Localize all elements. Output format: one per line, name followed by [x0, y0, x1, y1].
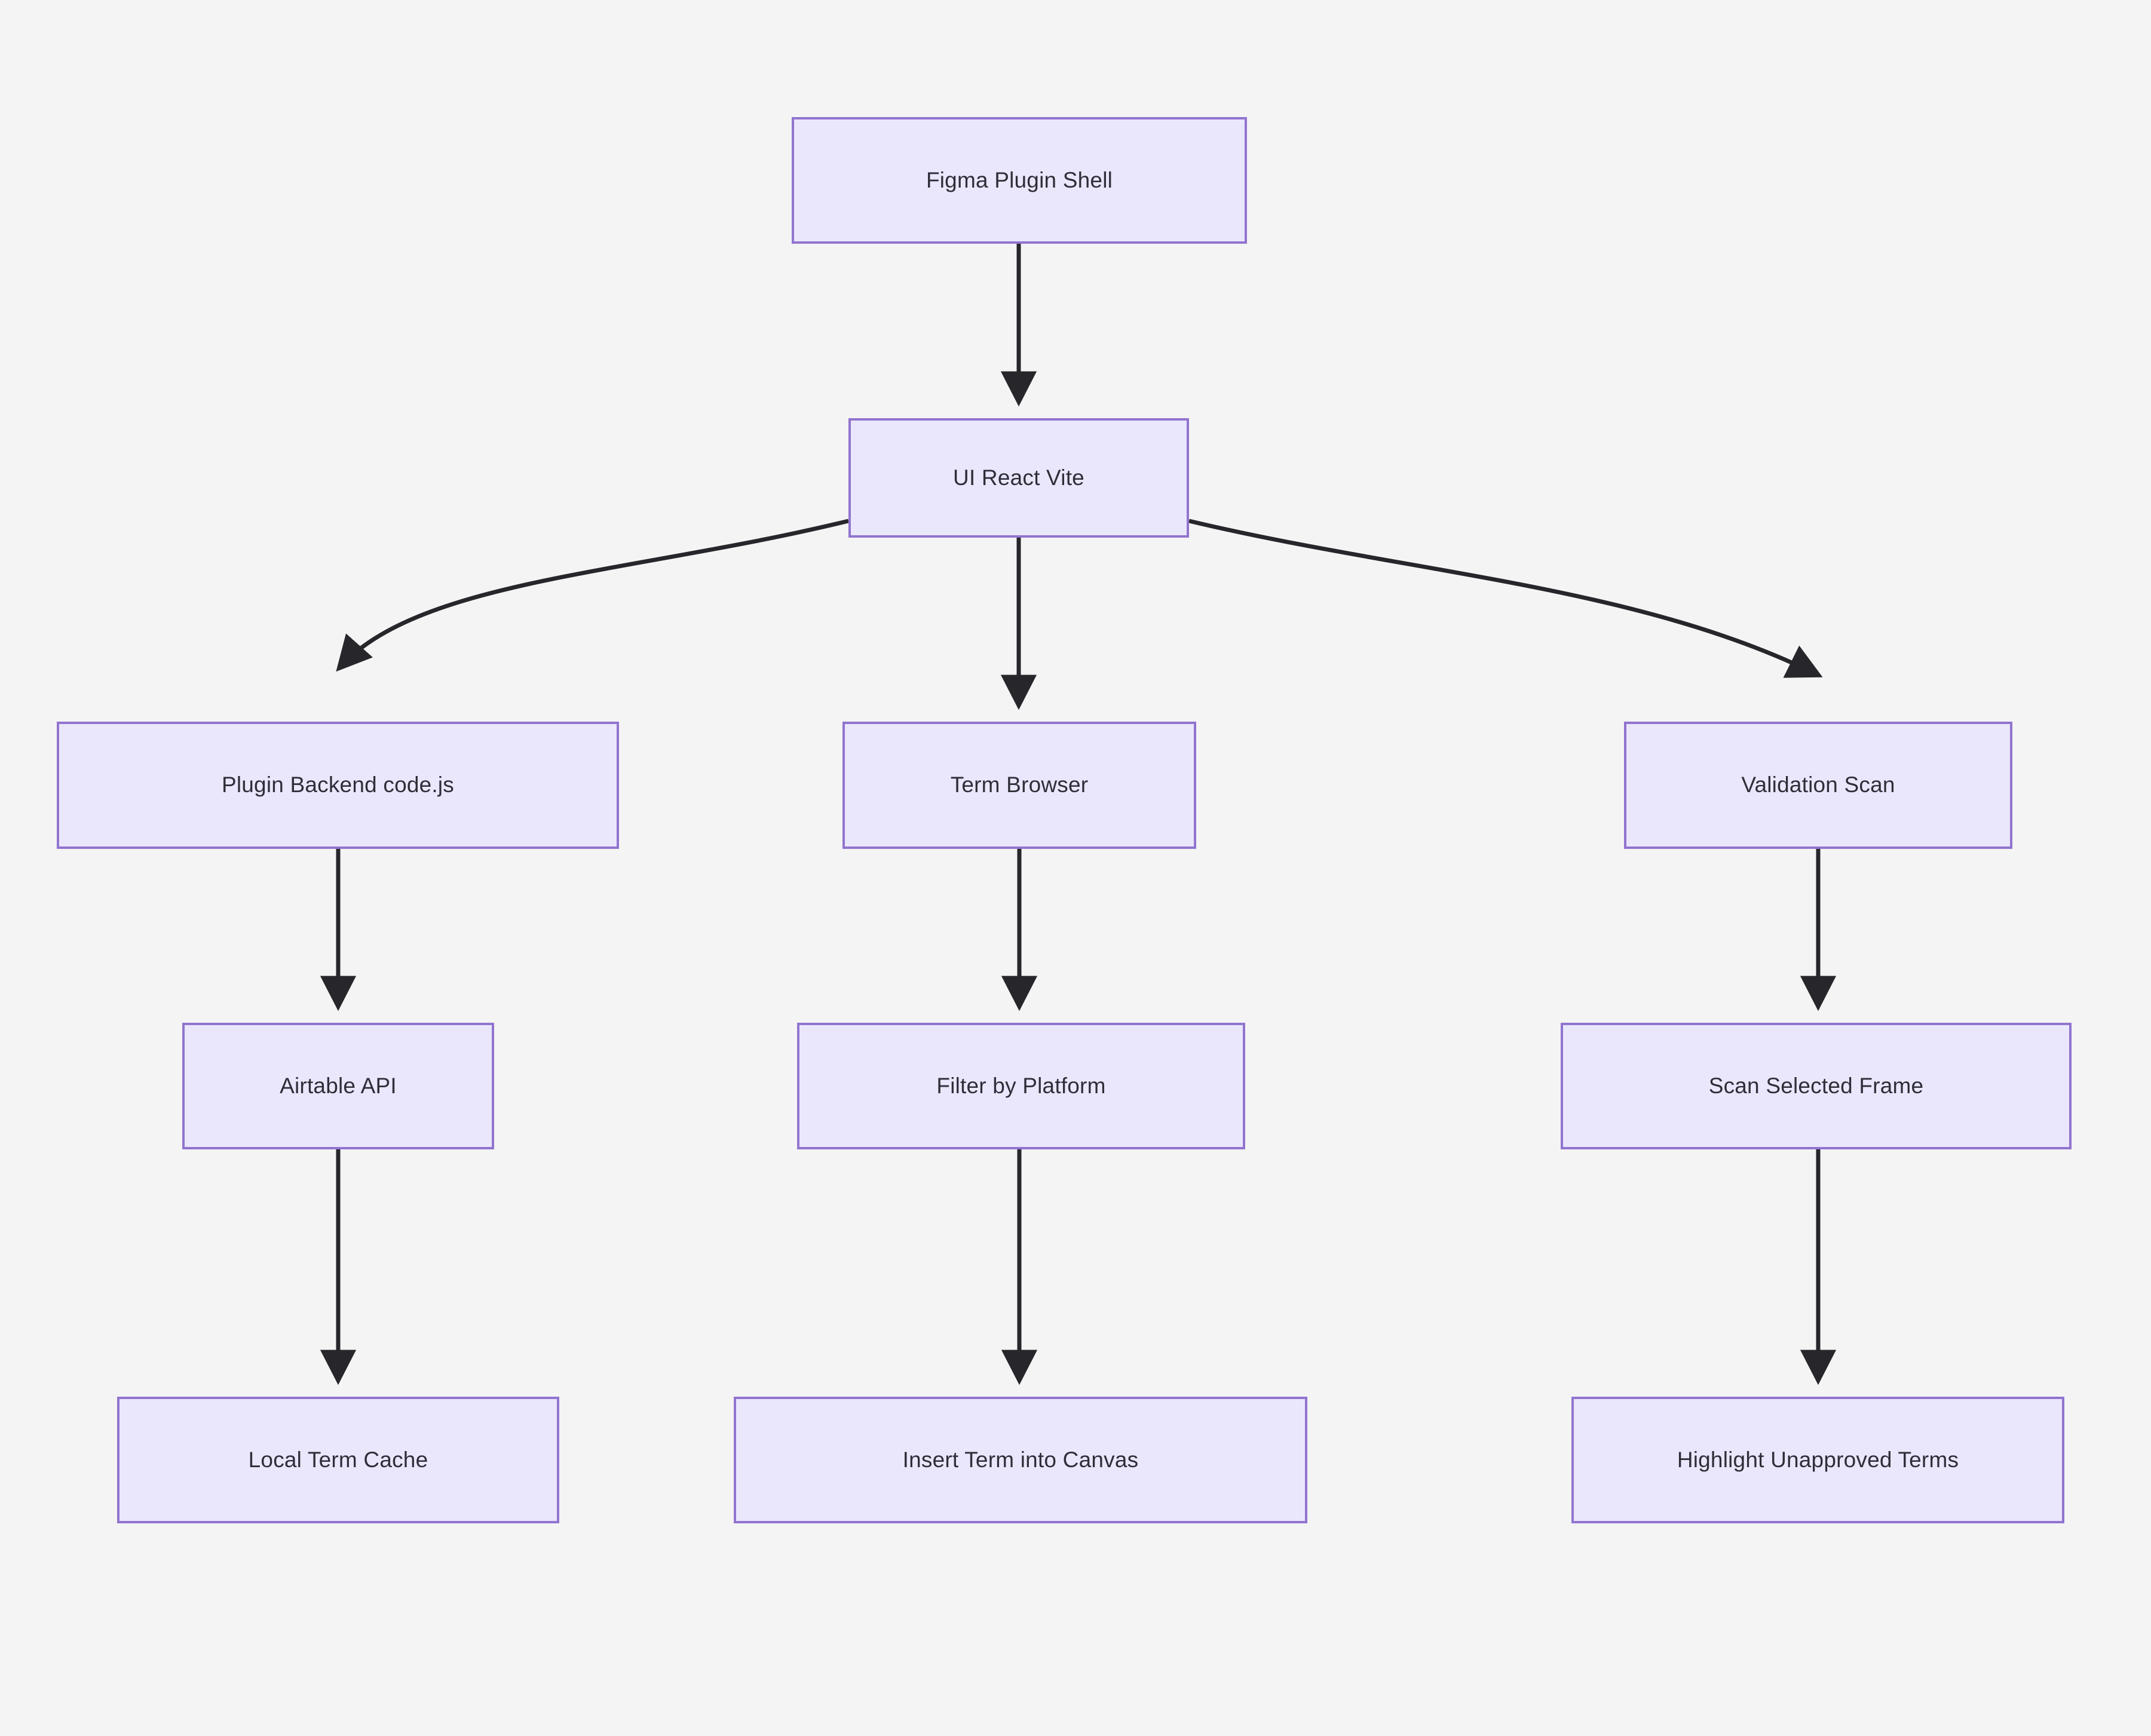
- node-insert-term-into-canvas[interactable]: Insert Term into Canvas: [734, 1397, 1307, 1523]
- node-label: UI React Vite: [953, 465, 1084, 490]
- node-airtable-api[interactable]: Airtable API: [182, 1023, 494, 1149]
- node-label: Airtable API: [280, 1073, 397, 1098]
- edge-ui-to-backend: [336, 519, 849, 672]
- node-label: Insert Term into Canvas: [902, 1447, 1139, 1472]
- node-label: Figma Plugin Shell: [926, 167, 1113, 192]
- node-filter-by-platform[interactable]: Filter by Platform: [797, 1023, 1245, 1149]
- node-scan-selected-frame[interactable]: Scan Selected Frame: [1561, 1023, 2072, 1149]
- node-ui-react-vite[interactable]: UI React Vite: [848, 418, 1189, 538]
- node-label: Local Term Cache: [248, 1447, 428, 1472]
- node-label: Scan Selected Frame: [1708, 1073, 1924, 1098]
- node-validation-scan[interactable]: Validation Scan: [1624, 722, 2012, 849]
- edge-ui-to-validation-scan: [1188, 519, 1823, 678]
- node-local-term-cache[interactable]: Local Term Cache: [117, 1397, 559, 1523]
- node-plugin-backend-code-js[interactable]: Plugin Backend code.js: [57, 722, 619, 849]
- node-term-browser[interactable]: Term Browser: [842, 722, 1196, 849]
- node-figma-plugin-shell[interactable]: Figma Plugin Shell: [792, 117, 1247, 244]
- node-label: Filter by Platform: [936, 1073, 1106, 1098]
- node-highlight-unapproved-terms[interactable]: Highlight Unapproved Terms: [1571, 1397, 2064, 1523]
- node-label: Highlight Unapproved Terms: [1677, 1447, 1959, 1472]
- node-label: Term Browser: [950, 772, 1089, 798]
- node-label: Plugin Backend code.js: [221, 772, 455, 798]
- node-label: Validation Scan: [1741, 772, 1895, 798]
